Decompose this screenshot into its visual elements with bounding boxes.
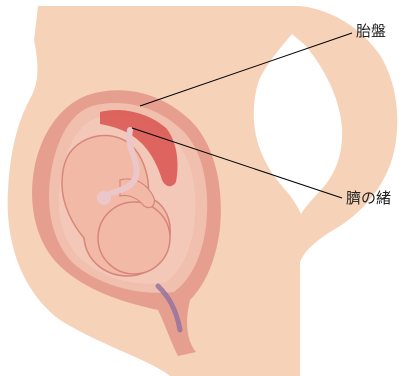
label-placenta: 胎盤 [356, 24, 386, 39]
label-umbilical-cord: 臍の緒 [346, 191, 391, 206]
fetus-head [98, 202, 170, 274]
cord-knot [97, 191, 111, 205]
